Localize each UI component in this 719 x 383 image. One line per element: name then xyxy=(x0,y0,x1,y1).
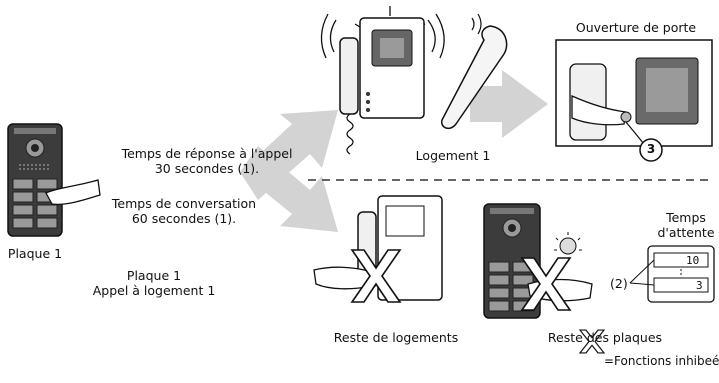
callout-3-number: 3 xyxy=(646,142,656,156)
waiting-time-display xyxy=(629,245,715,303)
temps-line1: Temps xyxy=(666,210,706,225)
call-line1: Plaque 1 xyxy=(126,268,182,283)
call-label: Plaque 1 Appel à logement 1 xyxy=(74,268,234,298)
busy-light-icon xyxy=(559,237,577,255)
reste-logements-caption: Reste de logements xyxy=(333,330,459,345)
inhibited-x-plaque-icon xyxy=(520,257,572,311)
reste-logements-monitor xyxy=(313,195,443,303)
legend-text: =Fonctions inhibeés xyxy=(604,354,719,368)
door-release-button-icon xyxy=(620,111,632,123)
logement-1-monitor xyxy=(320,6,508,155)
response-time-line2: 30 secondes (1). xyxy=(154,161,260,176)
logement-caption: Logement 1 xyxy=(415,148,491,163)
arrow-to-door xyxy=(470,70,548,138)
display-top-value: 10 xyxy=(686,254,700,267)
display-bottom-value: 3 xyxy=(696,279,703,292)
arrow-to-reste xyxy=(240,146,338,232)
response-time-label: Temps de réponse à l'appel 30 secondes (… xyxy=(112,146,302,176)
hand-pressing-icon xyxy=(45,179,101,206)
door-opening-box xyxy=(555,39,713,162)
waiting-time-label: Temps d'attente xyxy=(654,210,718,240)
response-time-line1: Temps de réponse à l'appel xyxy=(121,146,293,161)
callout-3-circle xyxy=(639,138,663,162)
reste-plaques-caption: Reste des plaques xyxy=(547,330,663,345)
temps-line2: d'attente xyxy=(657,225,715,240)
door-opening-title: Ouverture de porte xyxy=(575,20,697,35)
plaque-1-panel xyxy=(7,123,101,237)
conversation-line1: Temps de conversation xyxy=(111,196,257,211)
handset-cord xyxy=(346,113,354,155)
flow-arrows xyxy=(240,70,548,232)
conversation-time-label: Temps de conversation 60 secondes (1). xyxy=(104,196,264,226)
hand-pressing-door-icon xyxy=(571,94,627,126)
call-line2: Appel à logement 1 xyxy=(92,283,216,298)
plaque-caption: Plaque 1 xyxy=(7,246,63,261)
inhibited-x-icon xyxy=(350,249,402,303)
display-note: (2) xyxy=(610,276,628,291)
handset-lifted-icon xyxy=(441,25,508,130)
legend-x-icon xyxy=(578,329,606,354)
reste-plaques-panel xyxy=(483,203,593,319)
conversation-line2: 60 secondes (1). xyxy=(131,211,237,226)
